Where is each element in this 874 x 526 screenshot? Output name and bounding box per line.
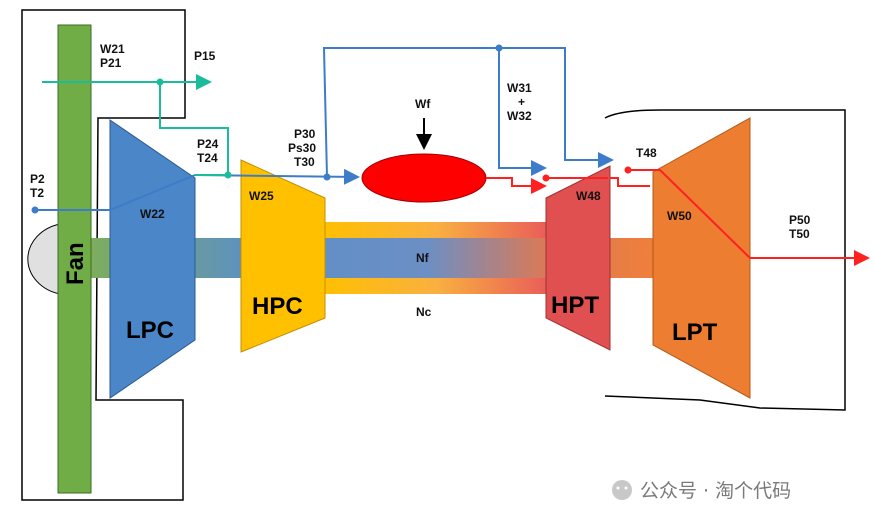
label-w48: W48 xyxy=(576,189,601,203)
label-p30: P30 xyxy=(294,127,316,141)
wechat-icon xyxy=(612,480,632,500)
hpt-label: HPT xyxy=(551,292,599,319)
watermark: 公众号 · 淘个代码 xyxy=(612,480,791,502)
label-t50: T50 xyxy=(789,227,810,241)
flow-line-combustor-out xyxy=(486,177,547,194)
node-t48 xyxy=(624,166,632,174)
watermark-text: 公众号 · 淘个代码 xyxy=(640,480,791,502)
flow-line-lpt xyxy=(628,169,870,266)
lpc-label: LPC xyxy=(126,317,174,344)
label-w21: W21 xyxy=(100,42,125,56)
lpt-label: LPT xyxy=(672,319,718,346)
label-w32: W32 xyxy=(507,109,532,123)
hpc-stage xyxy=(240,159,326,353)
label-p50: P50 xyxy=(789,213,811,227)
label-p21: P21 xyxy=(100,56,122,70)
hpt-stage xyxy=(545,165,611,351)
flow-line-p2 xyxy=(35,174,196,211)
label-ps30: Ps30 xyxy=(288,141,316,155)
lpt-stage xyxy=(652,117,751,399)
label-p15: P15 xyxy=(194,49,216,63)
node-w48 xyxy=(542,174,550,182)
label-nc: Nc xyxy=(416,305,432,319)
label-plus: + xyxy=(518,95,525,109)
flow-line-p24 xyxy=(159,82,229,175)
label-w22: W22 xyxy=(140,207,165,221)
label-t30: T30 xyxy=(294,155,315,169)
label-t48: T48 xyxy=(636,146,657,160)
label-t24: T24 xyxy=(197,151,218,165)
label-w25: W25 xyxy=(249,189,274,203)
fan-blade xyxy=(57,24,92,494)
label-t2: T2 xyxy=(30,186,44,200)
label-wf: Wf xyxy=(415,97,431,111)
label-p2: P2 xyxy=(30,172,45,186)
label-w50: W50 xyxy=(667,209,692,223)
label-nf: Nf xyxy=(416,251,430,265)
hpc-label: HPC xyxy=(252,293,303,320)
fan-label: Fan xyxy=(62,242,89,285)
flow-line-t48 xyxy=(610,177,650,187)
lpc-stage xyxy=(109,119,196,399)
combustor xyxy=(361,153,487,203)
casing-outline-rear xyxy=(604,109,846,411)
label-p24: P24 xyxy=(197,137,219,151)
label-w31: W31 xyxy=(507,81,532,95)
spinner-nose xyxy=(27,223,61,295)
flow-line-bleed xyxy=(322,47,614,178)
flow-line-w31 xyxy=(498,48,547,176)
node-p2 xyxy=(31,206,39,214)
